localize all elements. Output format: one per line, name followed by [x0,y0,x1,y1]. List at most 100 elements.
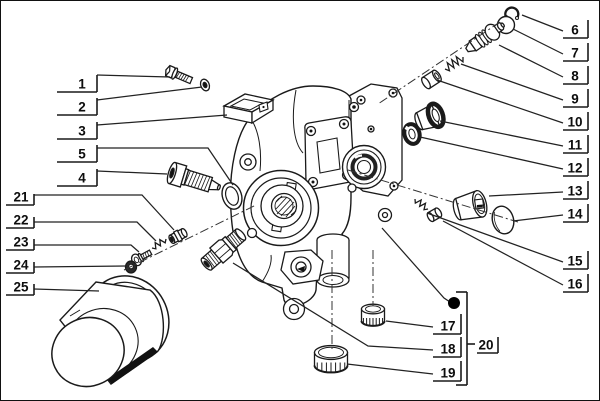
callout-1[interactable]: 1 [57,74,171,93]
part-screw-plug-small [360,303,386,327]
callout-24[interactable]: 24 [6,258,127,274]
callout-number-1[interactable]: 1 [78,77,86,92]
callout-number-8[interactable]: 8 [571,69,579,84]
part-spring-medium [444,54,464,72]
callout-number-2[interactable]: 2 [78,100,86,115]
callout-number-4[interactable]: 4 [78,171,86,186]
callout-number-24[interactable]: 24 [13,258,29,273]
callout-23[interactable]: 23 [6,235,140,253]
callout-7[interactable]: 7 [512,28,589,62]
leader-line-6 [521,14,564,32]
callout-number-23[interactable]: 23 [13,235,29,250]
callout-number-21[interactable]: 21 [13,190,29,205]
leader-line-9 [460,63,564,101]
callout-15[interactable]: 15 [426,212,589,270]
callout-number-17[interactable]: 17 [440,319,455,334]
leader-line-5 [97,147,234,186]
callout-number-25[interactable]: 25 [13,280,29,295]
callout-number-22[interactable]: 22 [13,213,28,228]
callout-number-15[interactable]: 15 [567,254,583,269]
callout-number-18[interactable]: 18 [440,342,456,357]
callout-11[interactable]: 11 [439,120,589,154]
reference-dot [448,297,460,309]
part-diaphragm-ball [491,205,515,235]
leader-line-14 [512,214,564,222]
callout-8[interactable]: 8 [498,44,589,85]
reference-dot-group [381,227,460,309]
leader-line-4 [96,170,168,175]
callout-number-19[interactable]: 19 [440,366,455,381]
callout-18[interactable]: 18 [232,262,462,358]
part-screw-plug-large [313,344,349,374]
callout-number-11[interactable]: 11 [568,138,583,153]
centerline-bleed-screw-axis [123,204,257,271]
callout-19[interactable]: 19 [346,361,462,382]
part-seal-ring-small [402,122,422,146]
part-spring-small [414,198,429,211]
callout-number-5[interactable]: 5 [78,147,86,162]
callout-number-3[interactable]: 3 [78,124,86,139]
callout-6[interactable]: 6 [521,14,589,39]
callout-2[interactable]: 2 [57,86,203,116]
leader-line-2 [96,86,203,101]
callout-20[interactable]: 20 [477,337,499,354]
centerline-sensor-bore-axis [377,21,501,105]
leader-line-16 [442,220,564,286]
part-oil-union [200,228,247,271]
callout-number-20[interactable]: 20 [478,338,493,353]
center-lines [123,21,519,351]
callout-5[interactable]: 5 [57,145,234,186]
leader-line-23 [34,244,140,253]
callout-number-7[interactable]: 7 [571,46,579,61]
callout-9[interactable]: 9 [460,63,589,108]
part-retainer-clamp [222,93,275,125]
group-bracket-20 [456,291,475,386]
leader-line-11 [439,120,564,147]
callout-number-10[interactable]: 10 [567,115,582,130]
callout-number-16[interactable]: 16 [567,277,583,292]
part-plug-small [426,207,443,223]
leader-line-25 [33,288,100,292]
part-nipple-fitting [168,227,188,245]
part-valve-cup [452,189,488,221]
parts-layer [51,6,520,388]
part-piston-plug [421,69,442,90]
callout-number-14[interactable]: 14 [567,207,583,222]
leader-line-12 [419,136,564,170]
part-flanged-plug [414,101,446,131]
callout-number-6[interactable]: 6 [571,23,579,38]
callout-13[interactable]: 13 [488,181,589,200]
leader-line-7 [512,28,564,55]
callout-14[interactable]: 14 [512,204,589,223]
callout-17[interactable]: 17 [385,314,462,335]
callout-4[interactable]: 4 [57,169,168,187]
callout-number-12[interactable]: 12 [567,161,582,176]
part-seal-ring-large [221,182,243,210]
part-filter-support-housing [229,83,403,321]
callout-3[interactable]: 3 [57,114,228,140]
callout-21[interactable]: 21 [6,190,175,231]
centerline-bypass-valve-axis [347,169,519,223]
callout-16[interactable]: 16 [442,220,589,293]
leader-line-22 [34,221,157,242]
leader-line-24 [33,265,127,268]
callout-number-9[interactable]: 9 [571,92,579,107]
leader-line-8 [498,44,564,78]
part-oil-filter-cartridge [51,275,170,388]
leader-line-3 [96,114,228,126]
callout-22[interactable]: 22 [6,213,157,242]
callout-number-13[interactable]: 13 [567,184,583,199]
part-bleed-screw [130,249,153,267]
part-threaded-fitting [166,161,221,193]
callout-25[interactable]: 25 [6,280,100,296]
callout-12[interactable]: 12 [419,136,589,177]
leader-line-19 [346,363,434,375]
leader-line-1 [96,74,171,78]
leader-line-10 [436,79,564,124]
callout-10[interactable]: 10 [436,79,589,131]
reference-dot-leader [381,227,451,303]
leader-line-18 [232,262,434,351]
